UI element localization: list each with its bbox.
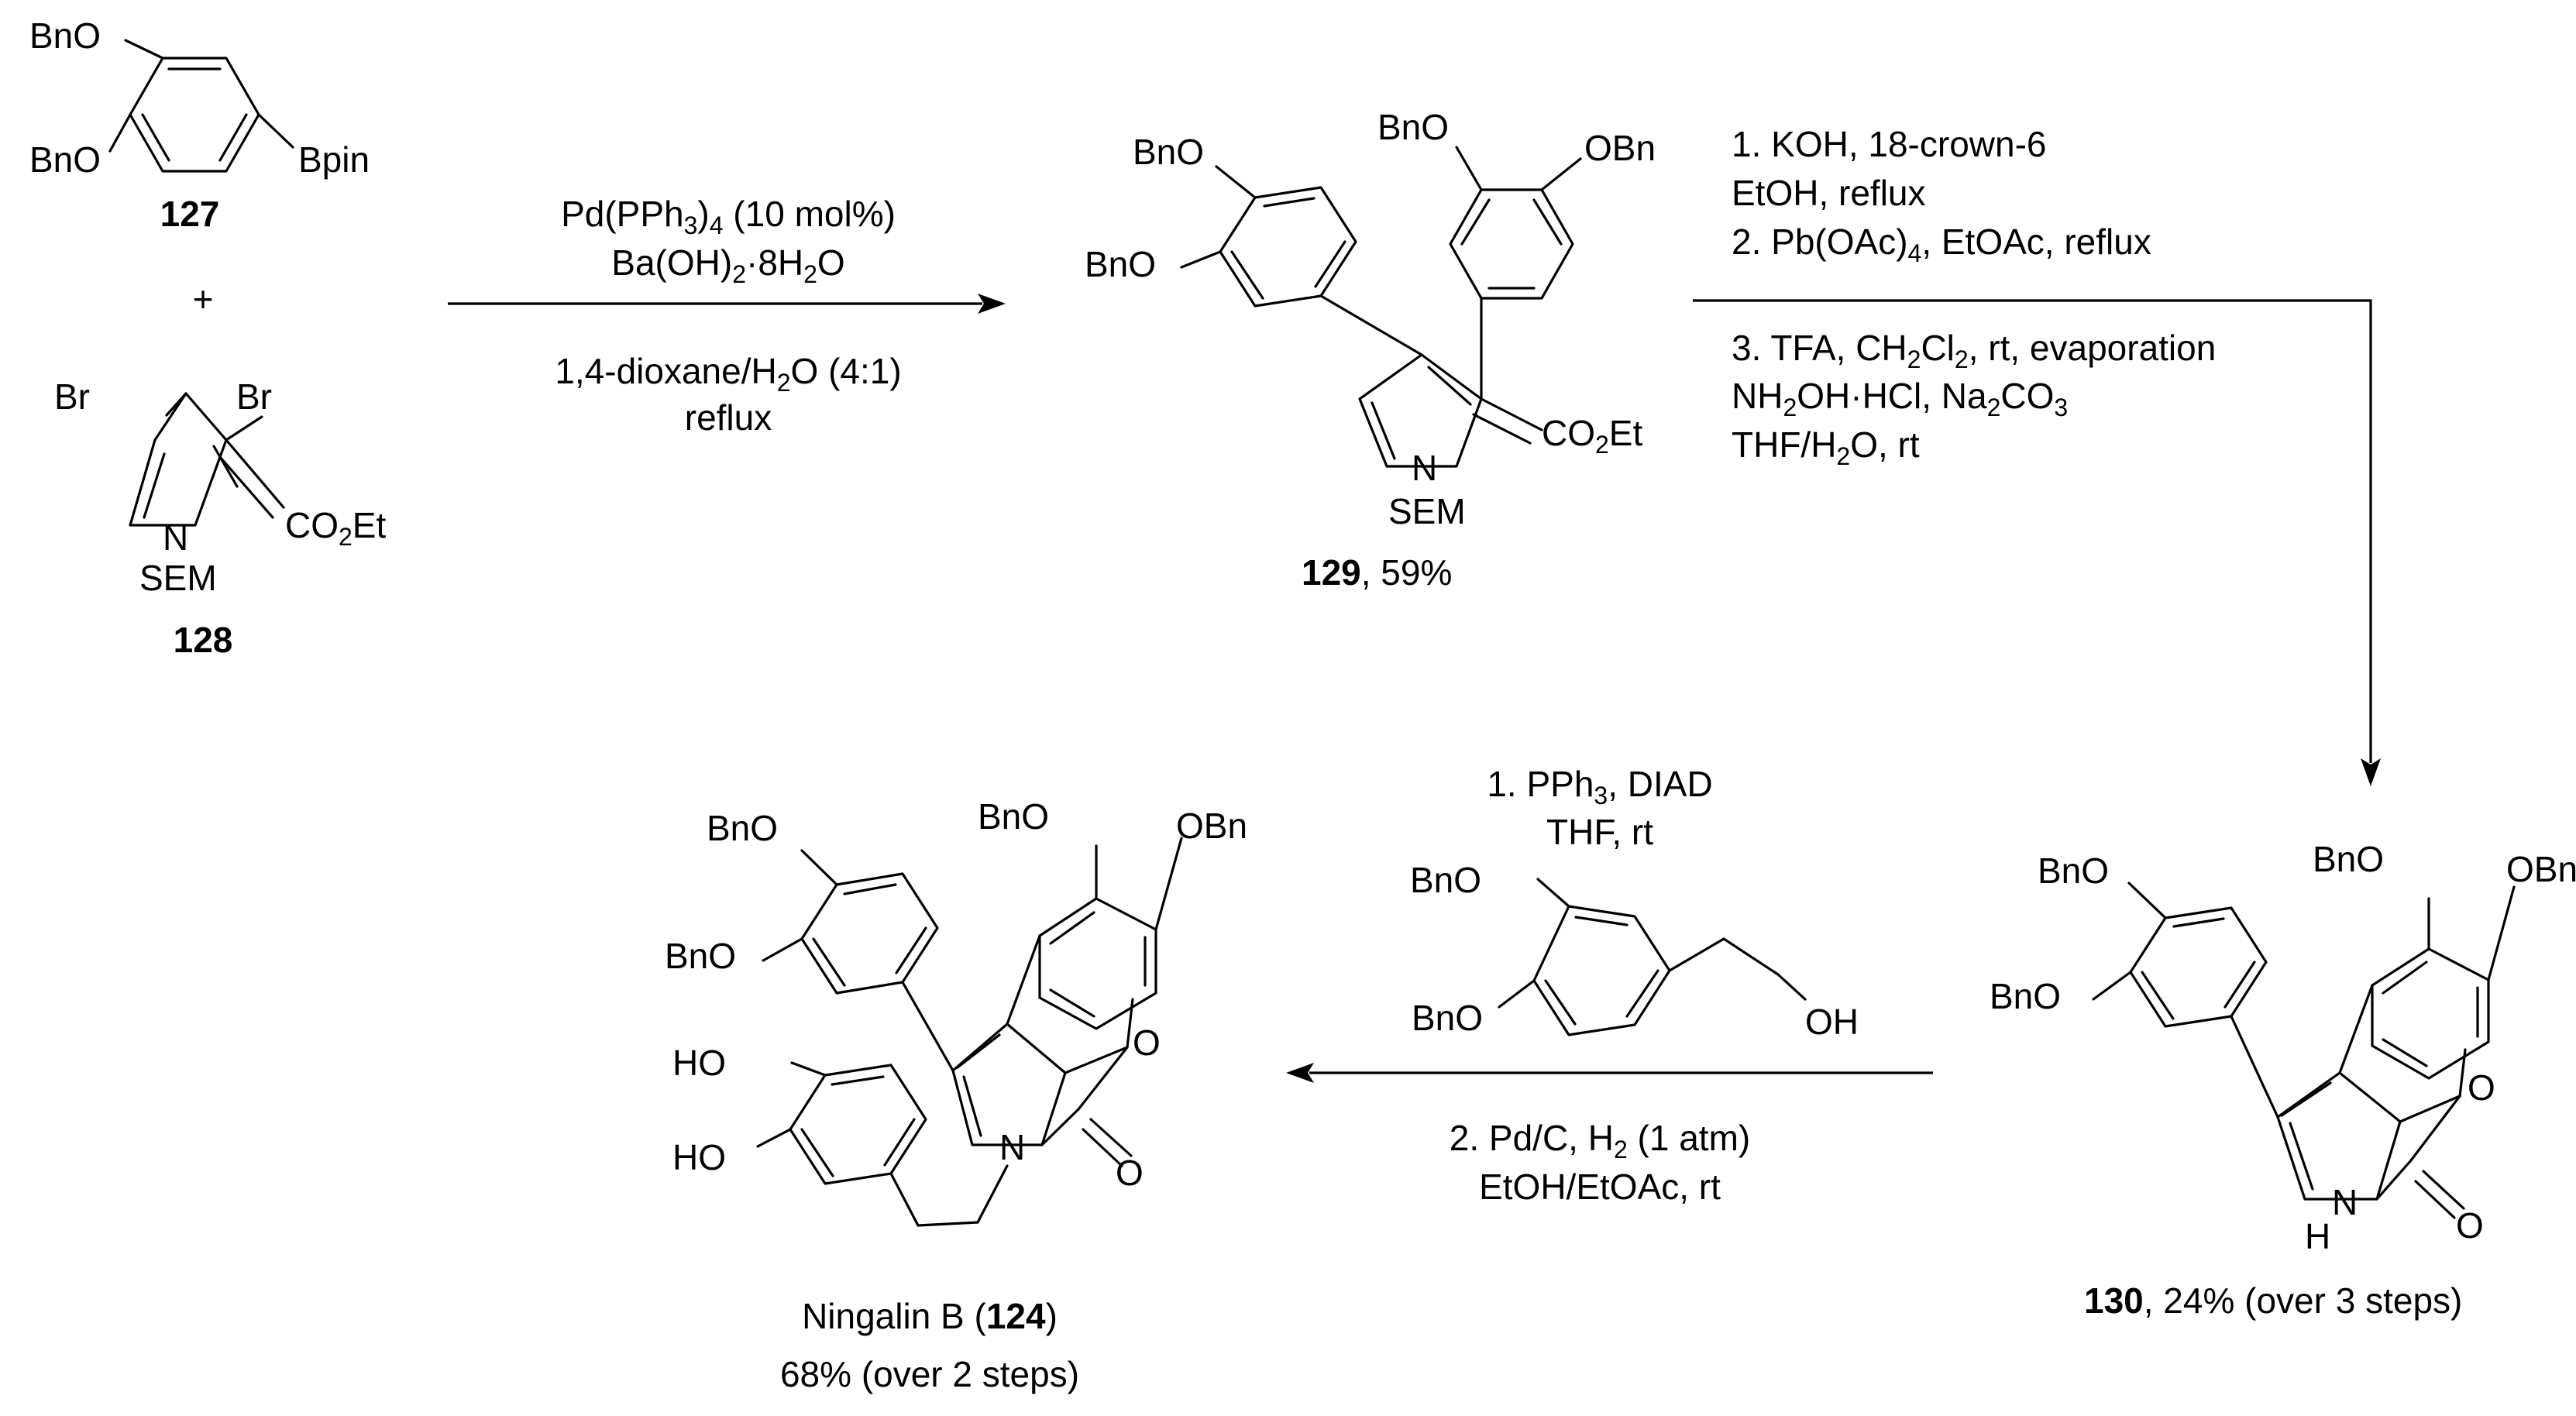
sem-label: SEM	[1388, 491, 1466, 531]
condition-line: NH2OH·HCl, Na2CO3	[1732, 376, 2068, 421]
condition-line: EtOH/EtOAc, rt	[1479, 1167, 1721, 1207]
bno-label: BnO	[707, 808, 778, 848]
bno-label: BnO	[1133, 132, 1204, 172]
compound-128-bonds	[129, 392, 285, 527]
n-label: N	[1412, 448, 1437, 488]
compound-124: BnO BnO BnO OBn HO HO O O N Ningalin B (…	[665, 796, 1247, 1394]
bno-label: BnO	[1085, 244, 1156, 284]
o-label: O	[1116, 1153, 1144, 1193]
reaction-arrow-3	[1286, 1063, 1933, 1083]
bno-label: BnO	[1410, 860, 1481, 900]
obn-label: OBn	[2506, 849, 2576, 889]
co2et-label: CO2Et	[285, 505, 386, 551]
condition-line: THF/H2O, rt	[1732, 424, 1920, 470]
reaction-arrow-2	[1693, 299, 2381, 786]
ho-label: HO	[672, 1137, 726, 1177]
bno-label: BnO	[978, 796, 1049, 837]
condition-line: 1,4-dioxane/H2O (4:1)	[555, 351, 901, 397]
bpin-label: Bpin	[298, 139, 370, 180]
br-label: Br	[236, 376, 272, 417]
compound-caption: 129, 59%	[1302, 552, 1452, 593]
condition-line: Ba(OH)2·8H2O	[611, 242, 844, 288]
n-label: N	[163, 517, 188, 558]
compound-130: BnO BnO BnO OBn O O N H 130, 24% (over 3…	[1990, 839, 2576, 1321]
condition-line: 2. Pd/C, H2 (1 atm)	[1450, 1118, 1750, 1163]
sem-label: SEM	[139, 558, 217, 598]
plus-sign: +	[193, 279, 214, 319]
compound-number: 128	[174, 620, 233, 660]
reaction-arrow-1	[448, 294, 1006, 314]
condition-line: Pd(PPh3)4 (10 mol%)	[561, 194, 896, 239]
bno-label: BnO	[2313, 839, 2384, 879]
h-label: H	[2305, 1216, 2330, 1256]
ho-label: HO	[672, 1043, 726, 1083]
n-label: N	[999, 1127, 1025, 1167]
condition-line: THF, rt	[1546, 812, 1653, 852]
bno-label: BnO	[1412, 998, 1483, 1038]
conditions-step-2: 1. KOH, 18-crown-6 EtOH, reflux 2. Pb(OA…	[1732, 124, 2216, 470]
bno-label: BnO	[29, 15, 101, 56]
bno-label: BnO	[1377, 107, 1449, 147]
co2et-label: CO2Et	[1542, 413, 1642, 459]
n-label: N	[2332, 1182, 2358, 1222]
compound-number: 127	[160, 194, 220, 234]
compound-129-bonds	[1180, 146, 1582, 468]
compound-124-bonds	[756, 837, 1183, 1227]
condition-line: 1. PPh3, DIAD	[1487, 764, 1712, 809]
bno-label: BnO	[1990, 976, 2061, 1016]
br-label: Br	[54, 376, 90, 417]
o-label: O	[1133, 1022, 1161, 1063]
oh-label: OH	[1805, 1002, 1859, 1042]
compound-caption: Ningalin B (124)	[802, 1296, 1058, 1336]
bno-label: BnO	[29, 139, 101, 180]
obn-label: OBn	[1584, 128, 1656, 168]
bno-label: BnO	[665, 936, 736, 976]
obn-label: OBn	[1176, 806, 1247, 846]
compound-128: Br Br CO2Et N SEM 128	[54, 376, 386, 660]
condition-line: 3. TFA, CH2Cl2, rt, evaporation	[1732, 328, 2216, 373]
compound-127-bonds	[108, 39, 294, 173]
o-label: O	[2468, 1067, 2495, 1108]
conditions-step-3: 1. PPh3, DIAD THF, rt BnO BnO OH 2. Pd/C…	[1410, 764, 1859, 1207]
compound-127: BnO BnO Bpin 127	[29, 15, 370, 234]
condition-line: 1. KOH, 18-crown-6	[1732, 124, 2046, 164]
bno-label: BnO	[2038, 851, 2109, 891]
compound-caption: 130, 24% (over 3 steps)	[2084, 1280, 2462, 1321]
compound-yield: 68% (over 2 steps)	[780, 1354, 1079, 1394]
reagent-alcohol-bonds	[1498, 878, 1807, 1036]
conditions-step-1: Pd(PPh3)4 (10 mol%) Ba(OH)2·8H2O 1,4-dio…	[555, 194, 901, 438]
compound-129: BnO BnO BnO OBn CO2Et N SEM 129, 59%	[1085, 107, 1656, 593]
compound-130-bonds	[2092, 882, 2516, 1219]
condition-line: 2. Pb(OAc)4, EtOAc, reflux	[1732, 222, 2151, 267]
condition-line: reflux	[685, 397, 772, 438]
condition-line: EtOH, reflux	[1732, 173, 1926, 213]
o-label: O	[2456, 1205, 2484, 1246]
